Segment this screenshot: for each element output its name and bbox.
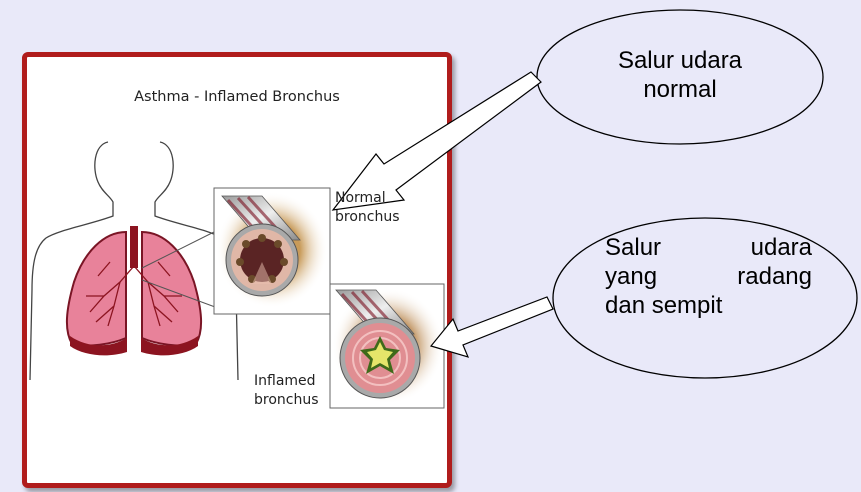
- inflamed-label-line-1: Inflamed: [254, 372, 319, 391]
- normal-callout-text: Salur udara normal: [580, 46, 780, 104]
- normal-callout-line-1: Salur udara: [580, 46, 780, 75]
- inflamed-callout-text: Salur udara yang radang dan sempit: [605, 233, 812, 320]
- normal-callout-line-2: normal: [580, 75, 780, 104]
- lungs-icon: [67, 226, 201, 355]
- normal-label-line-1: Normal: [335, 189, 400, 208]
- inflamed-bronchus-label: Inflamed bronchus: [254, 372, 319, 410]
- normal-bronchus-label: Normal bronchus: [335, 189, 400, 227]
- inflamed-label-line-2: bronchus: [254, 391, 319, 410]
- inflamed-callout-line-2: yang radang: [605, 262, 812, 291]
- inflamed-bronchus-illustration: [330, 284, 444, 408]
- normal-bronchus-illustration: [214, 188, 330, 314]
- normal-label-line-2: bronchus: [335, 208, 400, 227]
- inflamed-callout-line-3: dan sempit: [605, 291, 812, 320]
- inflamed-arrow: [431, 297, 553, 357]
- inflamed-callout-line-1: Salur udara: [605, 233, 812, 262]
